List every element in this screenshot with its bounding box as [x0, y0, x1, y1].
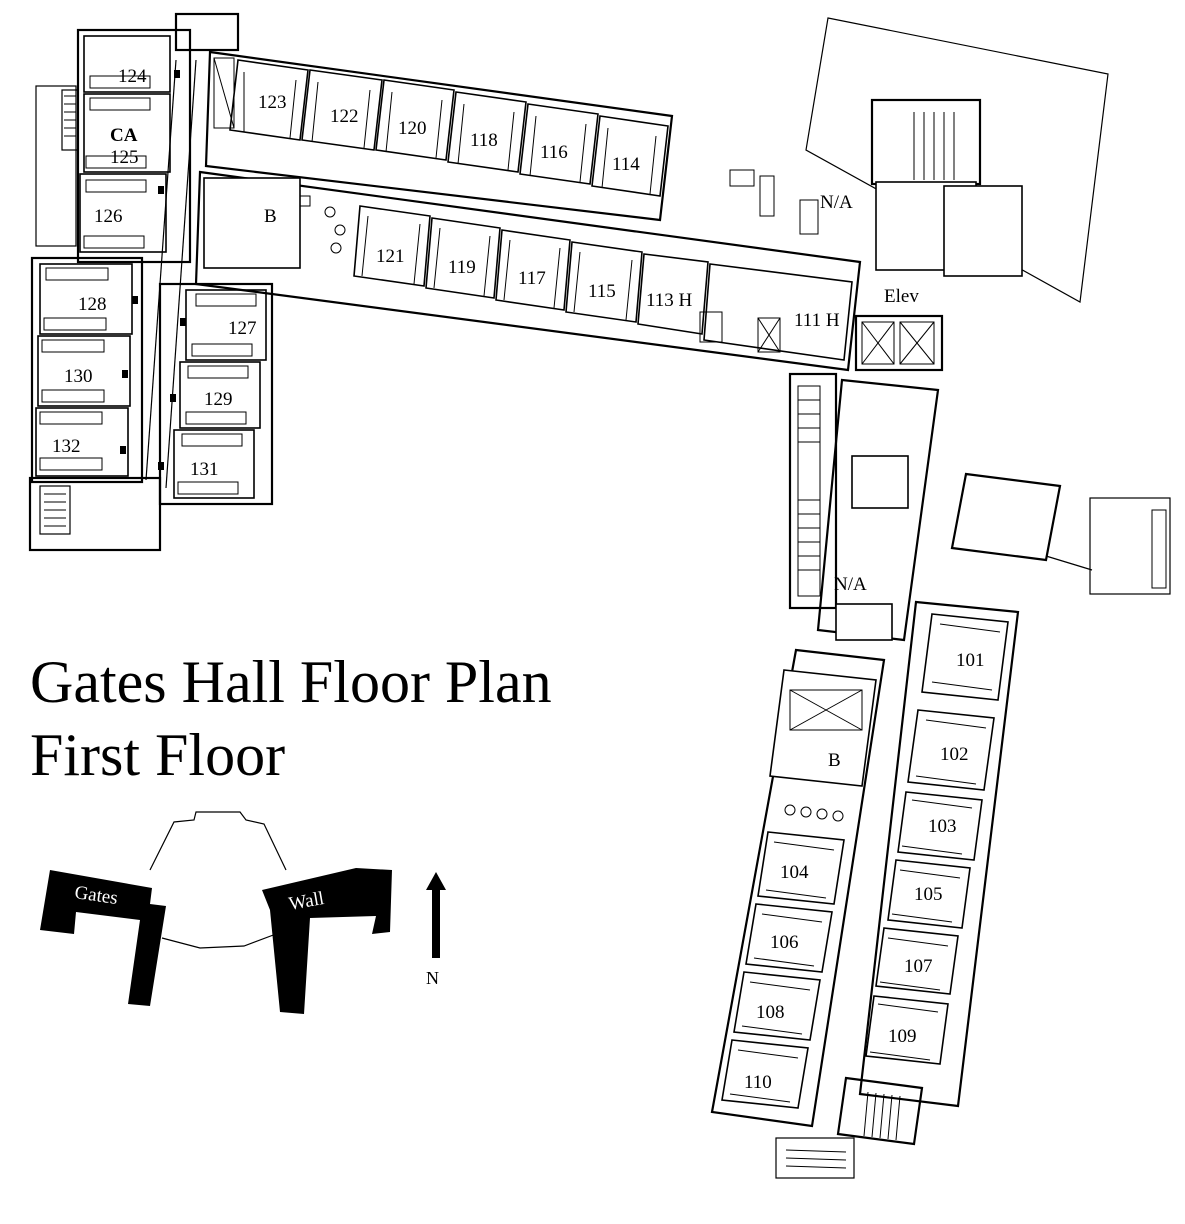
room-label: 109 — [888, 1026, 917, 1047]
room-label: 131 — [190, 459, 219, 480]
room-label: 125 — [110, 147, 139, 168]
room-label: 104 — [780, 862, 809, 883]
room-label: 113 H — [646, 290, 693, 311]
key-map: Gates Wall N — [40, 811, 446, 1014]
room-labels: 124 CA 125 126 128 130 132 127 129 131 1… — [52, 66, 985, 1093]
west-wing — [28, 12, 240, 552]
room-label: 124 — [118, 66, 147, 87]
room-label: 127 — [228, 318, 257, 339]
room-label: 110 — [744, 1072, 772, 1093]
room-label: 115 — [588, 281, 616, 302]
east-central — [788, 372, 1171, 642]
room-label: 120 — [398, 118, 427, 139]
room-label: 121 — [376, 246, 405, 267]
north-wing — [194, 50, 862, 372]
na-label: N/A — [820, 192, 853, 213]
southeast-wing — [710, 600, 1020, 1179]
room-label: 111 H — [794, 310, 840, 331]
elevator-label: Elev — [884, 286, 919, 307]
room-label: 132 — [52, 436, 81, 457]
wall-wing-shape — [262, 868, 392, 1014]
room-label: 123 — [258, 92, 287, 113]
room-label: CA — [110, 125, 138, 146]
room-label: 101 — [956, 650, 985, 671]
northeast-core — [805, 17, 1109, 372]
na-label: N/A — [834, 574, 867, 595]
room-label: 106 — [770, 932, 799, 953]
room-label: 117 — [518, 268, 546, 289]
room-label: 130 — [64, 366, 93, 387]
room-label: 126 — [94, 206, 123, 227]
west-inner-wing — [158, 282, 274, 506]
room-label: 102 — [940, 744, 969, 765]
room-label: 122 — [330, 106, 359, 127]
gates-wing-shape — [40, 870, 166, 1006]
room-label: 108 — [756, 1002, 785, 1023]
room-label: 114 — [612, 154, 640, 175]
room-label: 118 — [470, 130, 498, 151]
plan-title-line-2: First Floor — [30, 722, 286, 788]
bath-label: B — [828, 750, 841, 771]
room-label: 116 — [540, 142, 568, 163]
room-label: 128 — [78, 294, 107, 315]
north-arrow-icon — [426, 872, 446, 958]
room-label: 129 — [204, 389, 233, 410]
room-label: 107 — [904, 956, 933, 977]
room-label: 105 — [914, 884, 943, 905]
plan-title-line-1: Gates Hall Floor Plan — [30, 649, 552, 715]
compass-label: N — [426, 968, 439, 988]
bath-label: B — [264, 206, 277, 227]
room-label: 119 — [448, 257, 476, 278]
room-label: 103 — [928, 816, 957, 837]
